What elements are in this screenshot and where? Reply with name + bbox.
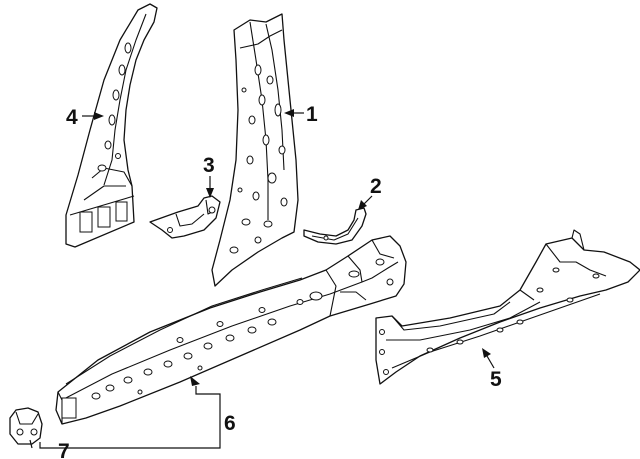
part-1-center-pillar[interactable]	[211, 13, 299, 287]
part-7-end-piece[interactable]	[9, 407, 43, 445]
callout-2: 2	[370, 175, 382, 198]
callout-3: 3	[203, 154, 215, 177]
callout-5: 5	[490, 368, 502, 391]
callout-7: 7	[58, 440, 70, 459]
callout-1: 1	[306, 103, 318, 126]
part-3-bracket[interactable]	[149, 195, 221, 239]
part-5-rear-rocker[interactable]	[375, 229, 640, 385]
callout-labels: 1 2 3 4 5 6 7	[58, 103, 502, 459]
part-6-rocker-panel[interactable]	[55, 235, 407, 425]
callout-4: 4	[66, 106, 78, 129]
part-4-front-pillar[interactable]	[65, 3, 158, 248]
callout-6: 6	[224, 412, 236, 435]
part-2-reinforcement[interactable]	[303, 207, 367, 245]
leader-lines	[29, 109, 495, 449]
